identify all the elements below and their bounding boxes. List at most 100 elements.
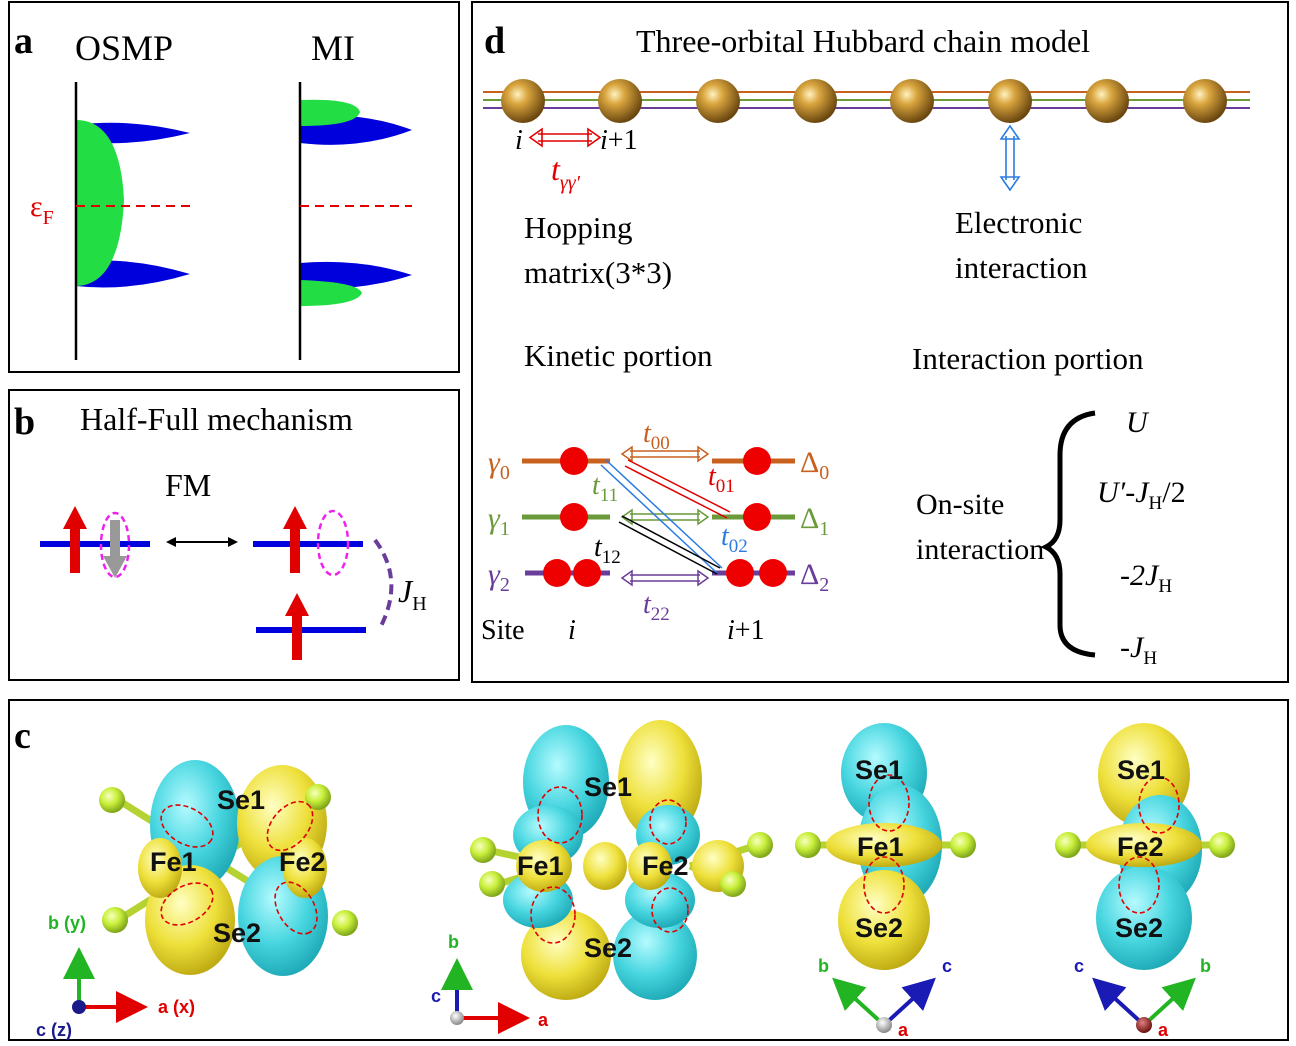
gamma2-label: γ2 [488,558,510,596]
yellow-lobe [516,840,572,892]
cyan-lobe [613,910,697,1000]
panel-b-title: Half-Full mechanism [80,401,353,437]
axis-left-label: c [1074,956,1084,976]
yellow-lobe [583,842,627,890]
t02-label: t02 [721,521,748,557]
jh-label: JH [398,573,427,615]
se-atom [1209,832,1235,858]
chain-atom [1183,79,1227,123]
term-2jh: -2JH [1120,559,1172,597]
yellow-lobe [1086,823,1202,867]
orbital-view-2: Se1 Fe1 Fe2 Se2 b c a [431,720,773,1034]
fe-label: Fe1 [857,832,904,862]
t02-arrow [600,459,723,574]
electron [560,447,588,475]
t11-label: t11 [592,470,618,506]
orbital-diagram: γ0 γ1 γ2 Δ0 Δ1 Δ2 t00 t11 t01 t02 t12 t2… [481,418,829,646]
interaction-portion-label: Interaction portion [912,341,1144,376]
axis-c-label: c [431,986,441,1006]
orbital-view-3: Se1 Fe1 Se2 b c a [795,723,976,1040]
se2-label: Se2 [584,933,632,963]
hund-coupling-arc [373,538,394,629]
se1-label: Se1 [217,785,265,815]
t01-label: t01 [708,461,735,497]
se2-label: Se2 [213,918,261,948]
chain-atoms [501,79,1227,123]
se-atom [795,832,821,858]
right-spin-up-arrow [283,506,307,573]
t12-label: t12 [594,532,621,568]
site-i-label: i [515,125,523,156]
hopping-t-label: tγγ′ [551,151,581,194]
curly-brace [1040,410,1096,658]
panel-a: a OSMP MI εF [8,1,460,373]
se-atom [102,907,128,933]
se-atom [747,832,773,858]
fm-arrowhead-left [166,537,176,547]
axis-a-label: a [538,1010,549,1030]
t01-arrow [624,459,731,519]
term-uprime: U′-JH/2 [1097,476,1186,514]
delta0-label: Δ0 [800,446,829,484]
electron [759,559,787,587]
axis-right-label: c [942,956,952,976]
panel-a-letter: a [14,20,33,62]
fm-label: FM [165,467,211,503]
gamma0-label: γ0 [488,446,510,484]
axis-right-label: b [1200,956,1211,976]
se-atom [470,837,496,863]
chain-atom [501,79,545,123]
axis-b-arrow [832,977,886,1027]
axis-c-dot [72,1000,86,1014]
panel-d: d Three-orbital Hubbard chain model i i+… [471,1,1289,683]
axis-left-label: b [818,956,829,976]
se-atom [332,910,358,936]
se-atom [950,832,976,858]
gamma1-label: γ1 [488,502,510,540]
electron [743,447,771,475]
yellow-lobe [521,910,611,1000]
site-left-label: i [568,615,576,646]
orbital-view-1: Se1 Fe1 Fe2 Se2 b (y) a (x) c (z) [36,760,358,1040]
electron [726,559,754,587]
right-empty-orbital-ellipse [316,509,350,577]
left-empty-orbital-ellipse [99,511,131,579]
t00-arrow [620,445,710,463]
axis-c-arrow [1092,977,1146,1027]
yellow-lobe [838,870,930,970]
t00-label: t00 [643,418,670,454]
se-atom [479,871,505,897]
term-jh: -JH [1120,631,1157,669]
chain-atom [988,79,1032,123]
axis-c-arrow [882,977,936,1027]
osmp-green-band [76,120,124,286]
panel-c-frame [8,699,1289,1041]
electron [543,559,571,587]
spin-down-grey-arrow [103,520,127,578]
fe2-label: Fe2 [642,851,689,881]
spin-up-arrow [63,506,87,573]
axis-a-label: a (x) [158,997,195,1017]
se1-label: Se1 [855,755,903,785]
site-label: Site [481,615,525,646]
panel-d-frame [471,1,1289,683]
se-atom [720,871,746,897]
kinetic-portion-label: Kinetic portion [524,338,713,373]
delta2-label: Δ2 [800,558,829,596]
se-atom [1055,832,1081,858]
se2-label: Se2 [855,913,903,943]
delta1-label: Δ1 [800,502,829,540]
mi-title: MI [311,28,355,68]
electronic-text-2: interaction [955,250,1088,285]
onsite-text-2: interaction [916,533,1044,566]
panel-d-title: Three-orbital Hubbard chain model [636,23,1090,59]
t22-label: t22 [643,589,670,625]
electron [573,559,601,587]
yellow-lobe [826,823,942,867]
electron [743,503,771,531]
panel-b: b Half-Full mechanism FM JH [8,389,460,681]
chain-atom [598,79,642,123]
fe2-label: Fe2 [279,847,326,877]
yellow-lobe [628,842,672,890]
